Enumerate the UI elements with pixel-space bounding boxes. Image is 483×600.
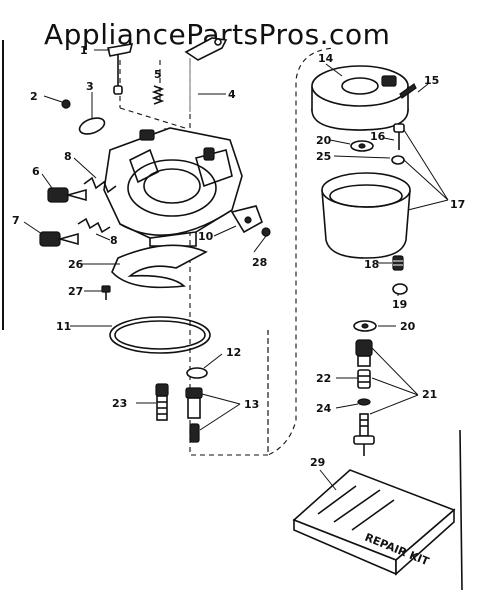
callout-26: 26 [68, 258, 84, 271]
part-6-idle-needle [47, 187, 87, 203]
callout-1: 1 [80, 44, 88, 57]
part-3-throttle-plate [78, 117, 106, 135]
callout-12: 12 [226, 346, 241, 359]
part-5-spring [151, 85, 165, 105]
callout-7: 7 [12, 214, 20, 227]
part-28-screw [261, 227, 271, 237]
part-23-valve-seat [155, 383, 169, 421]
part-2-screw [61, 99, 71, 109]
dashed-assembly-outline-right [267, 47, 336, 456]
part-8-spring-upper [83, 176, 117, 194]
part-25-ring [391, 155, 405, 165]
callout-18: 18 [364, 258, 379, 271]
callout-22: 22 [316, 372, 331, 385]
callout-4: 4 [228, 88, 236, 101]
callout-labels: 1 2 3 4 5 6 7 8 8 10 11 12 13 14 15 16 1… [12, 44, 465, 469]
part-10-hole [244, 216, 252, 224]
callout-3: 3 [86, 80, 94, 93]
part-21-adjust-assembly [353, 339, 375, 456]
part-17-float-bowl [321, 172, 411, 259]
callout-10: 10 [198, 230, 214, 243]
part-29-repair-kit: REPAIR KIT [292, 469, 456, 576]
part-13-nozzle [185, 387, 203, 443]
callout-2: 2 [30, 90, 38, 103]
callout-6: 6 [32, 165, 40, 178]
part-19-washer [392, 283, 408, 295]
part-18-drain-screw [392, 255, 404, 271]
callout-19: 19 [392, 298, 407, 311]
callout-29: 29 [310, 456, 325, 469]
part-1-throttle-shaft [107, 43, 134, 95]
callout-21: 21 [422, 388, 437, 401]
part-11-o-ring [109, 316, 211, 354]
callout-24: 24 [316, 402, 332, 415]
part-12-washer [186, 367, 208, 379]
callout-16: 16 [370, 130, 386, 143]
callout-8-upper: 8 [64, 150, 72, 163]
part-4-choke-shaft [184, 37, 228, 112]
callout-27: 27 [68, 285, 83, 298]
callout-8-lower: 8 [110, 234, 118, 247]
callout-20-upper: 20 [316, 134, 332, 147]
part-7-main-needle [39, 231, 79, 247]
callout-23: 23 [112, 397, 127, 410]
callout-15: 15 [424, 74, 439, 87]
part-8-spring-lower [77, 217, 111, 234]
callout-28: 28 [252, 256, 267, 269]
callout-5: 5 [154, 68, 162, 81]
part-14-bowl-cover [311, 65, 409, 131]
leader-lines [23, 49, 449, 491]
callout-14: 14 [318, 52, 334, 65]
part-16-screw [393, 123, 405, 150]
part-15-pin [399, 83, 417, 99]
carburetor-body [103, 127, 243, 247]
callout-13: 13 [244, 398, 259, 411]
callout-25: 25 [316, 150, 331, 163]
callout-17: 17 [450, 198, 465, 211]
part-26-gasket [111, 244, 208, 289]
part-27-screw [101, 285, 111, 300]
callout-20-lower: 20 [400, 320, 416, 333]
callout-11: 11 [56, 320, 71, 333]
right-edge-line [459, 429, 463, 591]
